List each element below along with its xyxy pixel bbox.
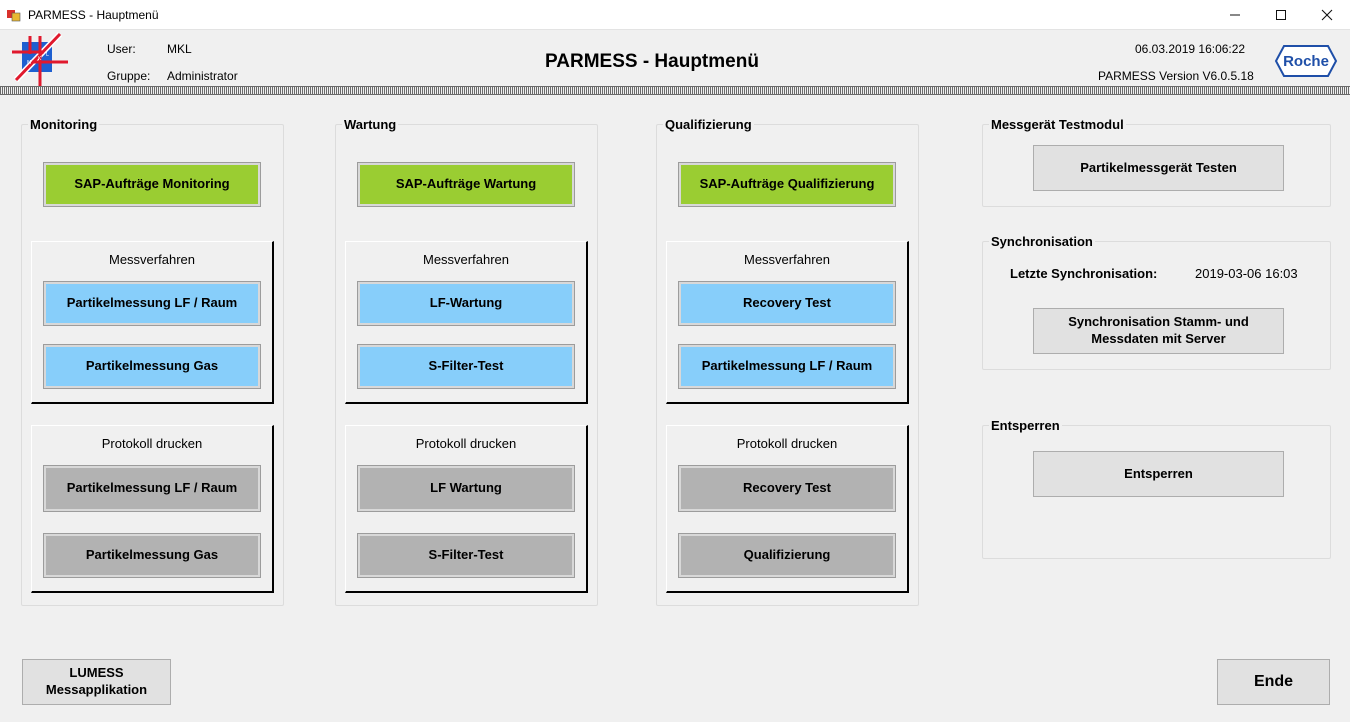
page-title: PARMESS - Hauptmenü	[545, 51, 759, 72]
qualifizierung-print-panel: Protokoll drucken	[666, 425, 909, 593]
version-text: PARMESS Version V6.0.5.18	[1098, 69, 1254, 83]
group-value: Administrator	[167, 69, 238, 83]
sync-button-line2: Messdaten mit Server	[1091, 331, 1226, 346]
group-monitoring	[21, 124, 284, 606]
minimize-icon	[1230, 14, 1240, 16]
sap-qualifizierung-button[interactable]: SAP-Aufträge Qualifizierung	[678, 162, 896, 207]
monitoring-mess-title: Messverfahren	[109, 252, 195, 267]
group-label: Gruppe:	[107, 69, 151, 83]
partikelmessgeraet-testen-button[interactable]: Partikelmessgerät Testen	[1033, 145, 1284, 191]
wartung-print-title: Protokoll drucken	[415, 436, 517, 451]
lumess-button[interactable]: LUMESS Messapplikation	[22, 659, 171, 705]
user-value: MKL	[167, 42, 192, 56]
header: M K L User: MKL Gruppe: Administrator PA…	[0, 31, 1350, 86]
lumess-line1: LUMESS	[69, 665, 124, 681]
sap-monitoring-button[interactable]: SAP-Aufträge Monitoring	[43, 162, 261, 207]
sap-wartung-button[interactable]: SAP-Aufträge Wartung	[357, 162, 575, 207]
last-sync-label: Letzte Synchronisation:	[1010, 266, 1158, 281]
unlock-button[interactable]: Entsperren	[1033, 451, 1284, 497]
monitoring-partikel-lf-raum-button[interactable]: Partikelmessung LF / Raum	[43, 281, 261, 326]
header-divider	[0, 86, 1350, 95]
qualifizierung-mess-title: Messverfahren	[744, 252, 830, 267]
maximize-icon	[1276, 10, 1286, 20]
datetime: 06.03.2019 16:06:22	[1135, 42, 1246, 56]
group-testmodul	[982, 124, 1331, 207]
wartung-mess-title: Messverfahren	[423, 252, 509, 267]
group-unlock-title: Entsperren	[989, 418, 1062, 433]
svg-text:L: L	[46, 52, 49, 58]
monitoring-partikel-gas-button[interactable]: Partikelmessung Gas	[43, 344, 261, 389]
monitoring-mess-panel: Messverfahren	[31, 241, 274, 404]
app-icon	[7, 10, 21, 22]
monitoring-print-title: Protokoll drucken	[101, 436, 203, 451]
group-qualifizierung	[656, 124, 919, 606]
maximize-button[interactable]	[1258, 0, 1304, 30]
group-testmodul-title: Messgerät Testmodul	[989, 117, 1126, 132]
print-qualifizierung-button[interactable]: Qualifizierung	[678, 533, 896, 578]
roche-logo-icon: Roche	[1274, 45, 1338, 77]
print-s-filter-test-button[interactable]: S-Filter-Test	[357, 533, 575, 578]
qualifizierung-partikel-lf-raum-button[interactable]: Partikelmessung LF / Raum	[678, 344, 896, 389]
lf-wartung-button[interactable]: LF-Wartung	[357, 281, 575, 326]
window-title: PARMESS - Hauptmenü	[28, 8, 159, 22]
recovery-test-button[interactable]: Recovery Test	[678, 281, 896, 326]
qualifizierung-mess-panel: Messverfahren	[666, 241, 909, 404]
monitoring-print-panel: Protokoll drucken	[31, 425, 274, 593]
mkl-logo-icon: M K L	[12, 32, 68, 86]
sync-button-line1: Synchronisation Stamm- und	[1068, 314, 1249, 330]
group-sync-title: Synchronisation	[989, 234, 1095, 249]
svg-text:M: M	[27, 60, 31, 66]
group-wartung-title: Wartung	[342, 117, 399, 132]
sync-server-button[interactable]: Synchronisation Stamm- und Messdaten mit…	[1033, 308, 1284, 354]
s-filter-test-button[interactable]: S-Filter-Test	[357, 344, 575, 389]
close-icon	[1321, 9, 1333, 21]
close-button[interactable]	[1304, 0, 1350, 30]
group-qualifizierung-title: Qualifizierung	[663, 117, 754, 132]
group-monitoring-title: Monitoring	[28, 117, 100, 132]
roche-brand: Roche	[1283, 53, 1329, 70]
qualifizierung-print-title: Protokoll drucken	[736, 436, 838, 451]
print-lf-wartung-button[interactable]: LF Wartung	[357, 465, 575, 512]
exit-button[interactable]: Ende	[1217, 659, 1330, 705]
user-label: User:	[107, 42, 136, 56]
svg-text:K: K	[38, 56, 42, 62]
wartung-print-panel: Protokoll drucken	[345, 425, 588, 593]
group-sync	[982, 241, 1331, 370]
minimize-button[interactable]	[1212, 0, 1258, 30]
group-unlock	[982, 425, 1331, 559]
monitoring-print-gas-button[interactable]: Partikelmessung Gas	[43, 533, 261, 578]
last-sync-value: 2019-03-06 16:03	[1195, 266, 1298, 281]
group-wartung	[335, 124, 598, 606]
title-bar: PARMESS - Hauptmenü	[0, 0, 1350, 30]
print-recovery-test-button[interactable]: Recovery Test	[678, 465, 896, 512]
lumess-line2: Messapplikation	[45, 682, 148, 697]
monitoring-print-lf-raum-button[interactable]: Partikelmessung LF / Raum	[43, 465, 261, 512]
wartung-mess-panel: Messverfahren	[345, 241, 588, 404]
